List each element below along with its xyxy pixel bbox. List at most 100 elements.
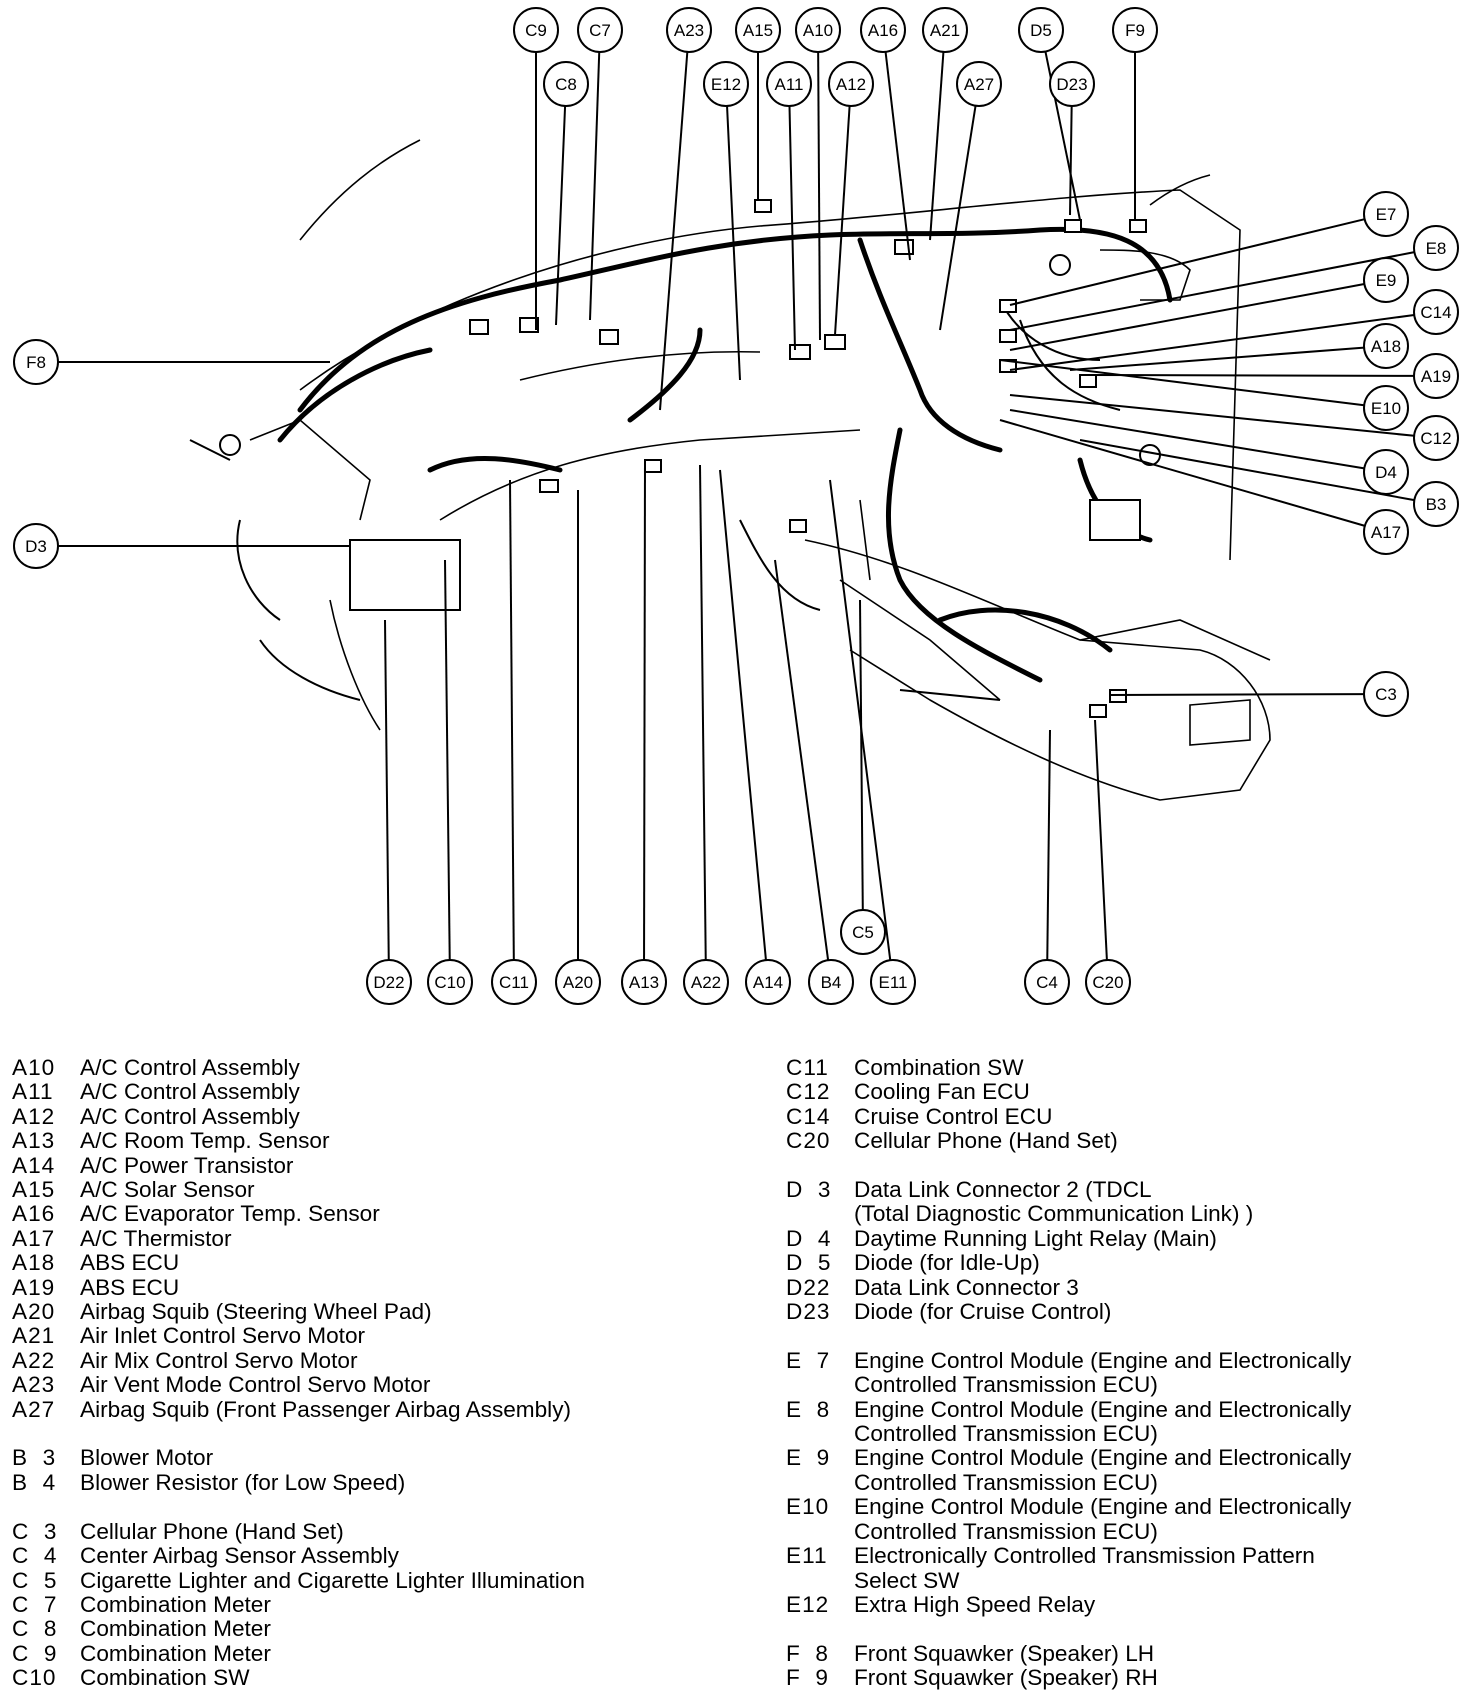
callout-circle (621, 959, 667, 1005)
callout-a11: A11 (766, 61, 812, 107)
callout-circle (555, 959, 601, 1005)
callout-a19: A19 (1413, 353, 1459, 399)
callout-leader-lines (58, 51, 1415, 961)
callout-circle (956, 61, 1002, 107)
callout-f8: F8 (13, 339, 59, 385)
callout-circle (1363, 191, 1409, 237)
legend-description: Combination SW (854, 1055, 1024, 1080)
callout-circle (840, 909, 886, 955)
callout-label: D3 (25, 537, 47, 556)
callout-label: A22 (691, 973, 721, 992)
legend-code: A19 (12, 1274, 56, 1300)
callout-d22: D22 (366, 959, 412, 1005)
callout-circle (860, 7, 906, 53)
legend-code: A14 (12, 1152, 56, 1178)
legend-description: Engine Control Module (Engine and Electr… (854, 1396, 1352, 1447)
leader-line-e11 (829, 479, 892, 961)
callout-a15: A15 (735, 7, 781, 53)
callout-label: C10 (434, 973, 465, 992)
leader-line-a16 (884, 51, 911, 261)
callout-circle (1363, 509, 1409, 555)
callout-label: E9 (1376, 271, 1397, 290)
legend-description: ABS ECU (80, 1274, 180, 1300)
callout-circle (795, 7, 841, 53)
legend-description: Extra High Speed Relay (854, 1591, 1096, 1617)
callout-label: C14 (1420, 303, 1451, 322)
leader-line-c10 (444, 559, 451, 961)
legend-description: Engine Control Module (Engine and Electr… (854, 1494, 1352, 1544)
callout-label: B4 (821, 973, 842, 992)
legend-description: Combination Meter (80, 1616, 271, 1642)
leader-line-c8 (555, 105, 567, 326)
legend-code: A15 (12, 1177, 56, 1203)
legend-spacer (12, 1495, 772, 1519)
callout-a27: A27 (956, 61, 1002, 107)
wiring-harness (277, 226, 1173, 683)
callout-label: E12 (711, 75, 741, 94)
legend-description: Air Inlet Control Servo Motor (80, 1323, 366, 1349)
callout-label: A11 (775, 75, 804, 94)
leader-line-d22 (384, 619, 390, 961)
callout-label: A20 (563, 973, 593, 992)
callout-circle (1363, 257, 1409, 303)
callout-circle (828, 61, 874, 107)
callout-a10: A10 (795, 7, 841, 53)
leader-line-a17 (999, 419, 1366, 527)
callout-label: A18 (1371, 337, 1401, 356)
legend-description: Combination Meter (80, 1591, 271, 1617)
legend-code: C 7 (12, 1591, 58, 1617)
leader-line-d23 (1069, 105, 1073, 216)
legend-description: Cigarette Lighter and Cigarette Lighter … (80, 1567, 585, 1593)
legend-code: C 5 (12, 1567, 58, 1593)
leader-line-a27 (939, 105, 977, 331)
legend-code: A27 (12, 1396, 56, 1422)
leader-line-e9 (1009, 283, 1365, 351)
callout-circle (870, 959, 916, 1005)
callout-e10: E10 (1363, 385, 1409, 431)
callout-a23: A23 (666, 7, 712, 53)
callout-c10: C10 (427, 959, 473, 1005)
legend-description: Blower Motor (80, 1445, 214, 1471)
callout-circle (683, 959, 729, 1005)
callout-label: F8 (26, 353, 46, 372)
callout-a20: A20 (555, 959, 601, 1005)
legend-description: Front Squawker (Speaker) RH (854, 1665, 1158, 1691)
legend-code: E11 (786, 1543, 828, 1569)
callout-label: E7 (1376, 205, 1397, 224)
legend-code: F 8 (786, 1640, 829, 1666)
legend-code: D 4 (786, 1225, 832, 1251)
legend-code: C 9 (12, 1640, 58, 1666)
leader-line-a12 (834, 105, 851, 336)
callout-a12: A12 (828, 61, 874, 107)
leader-line-a14 (719, 469, 767, 961)
callout-circle (577, 7, 623, 53)
legend-code: C12 (786, 1079, 831, 1105)
callout-circle (1049, 61, 1095, 107)
thin-wires (189, 299, 1121, 701)
legend-spacer (786, 1324, 1472, 1348)
leader-line-c12 (1009, 394, 1415, 437)
legend-description: A/C Control Assembly (80, 1079, 300, 1105)
leader-line-a11 (788, 105, 796, 351)
leader-line-e10 (999, 359, 1365, 407)
callout-label: A27 (964, 75, 994, 94)
legend-description: Diode (for Cruise Control) (854, 1299, 1112, 1325)
callout-label: C8 (555, 75, 577, 94)
leader-line-d4 (1009, 409, 1365, 470)
callout-circle (808, 959, 854, 1005)
callout-a22: A22 (683, 959, 729, 1005)
callout-f9: F9 (1112, 7, 1158, 53)
legend-description: Cellular Phone (Hand Set) (854, 1128, 1118, 1154)
